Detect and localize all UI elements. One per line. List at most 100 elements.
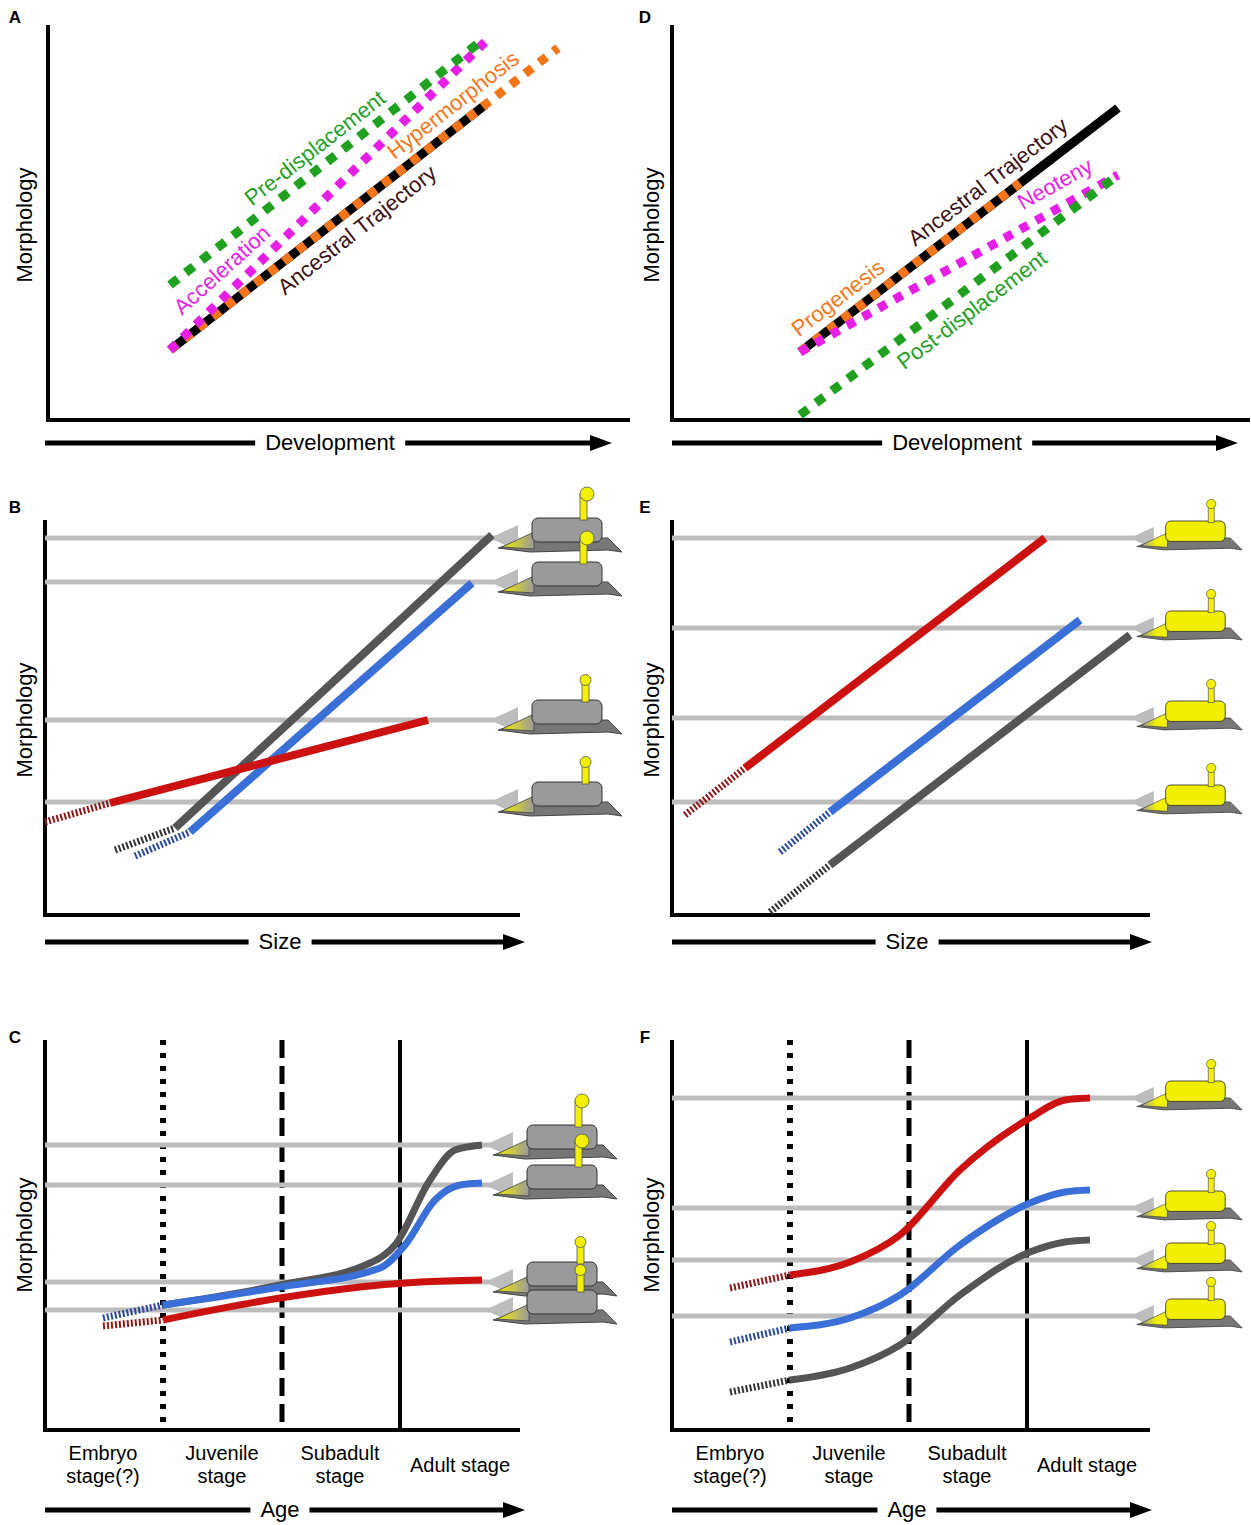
icon-body [527,1165,597,1189]
icon-crest-knob [1207,1169,1216,1178]
specimen-icon [1130,499,1242,550]
icon-snout [497,1139,529,1156]
icon-crest-knob [1207,1221,1216,1230]
red-early-line [45,803,110,822]
icon-snout [1140,1203,1167,1217]
icon-snout [1140,623,1167,637]
reference-line [672,1314,1135,1319]
icon-snout [1140,713,1167,727]
icon-snout [502,576,534,593]
axis-title: Morphology [12,1178,37,1293]
axis-arrow-head [503,934,525,950]
red-trajectory [110,720,428,803]
hypermorphosis-line [170,48,558,350]
axis-line [45,1040,520,1430]
blue-trajectory [830,620,1080,812]
grey-early-line [115,828,175,850]
axis-line [45,520,520,915]
axis-title: Morphology [639,1178,664,1293]
stage-label: Juvenile stage [167,1442,277,1488]
specimen-icon [490,675,622,735]
axis-line [48,25,630,420]
panel-letter: B [9,498,21,518]
specimen-icon [1130,763,1242,814]
reference-line [672,536,1135,541]
axis-arrow-head [503,1502,525,1518]
icon-crest-knob [1207,1059,1216,1068]
stage-label: Subadult stage [285,1442,395,1488]
icon-crest-knob [1207,1277,1216,1286]
icon-crest-knob [1207,679,1216,688]
red-growth-curve [163,1280,482,1320]
grey-trajectory [830,635,1130,865]
stage-label: Embryo stage(?) [48,1442,158,1488]
reference-line [45,580,495,585]
icon-body [1166,1299,1226,1319]
trajectory-label: Ancestral Trajectory [273,160,442,300]
blue-growth-curve [163,1183,482,1305]
specimen-icon [1130,1059,1242,1110]
grey-growth-curve [790,1240,1090,1380]
icon-crest-knob [1207,499,1216,508]
icon-crest-knob [575,1237,586,1248]
grey-early-line [730,1380,790,1392]
stage-label: Juvenile stage [794,1442,904,1488]
icon-body [532,562,602,586]
icon-snout [1140,1093,1167,1107]
icon-body [527,1262,597,1286]
icon-snout [1140,1311,1167,1325]
icon-body [1166,1243,1226,1263]
panel-letter: F [640,1028,650,1048]
embryo-boundary [160,1040,166,1430]
axis-title: Size [249,929,312,954]
icon-crest-knob [575,1265,586,1276]
red-early-line [685,768,745,815]
axis-arrow-head [1130,1502,1152,1518]
icon-body [532,782,602,806]
specimen-icon [485,1134,617,1199]
icon-body [1166,611,1226,631]
specimen-icon [490,531,622,596]
icon-body [1166,701,1226,721]
blue-early-line [780,812,830,852]
axis-arrow-head [590,435,612,451]
juvenile-boundary [280,1040,285,1430]
axis-title: Development [882,430,1032,455]
icon-crest-knob [580,757,591,768]
blue-trajectory [190,583,472,832]
icon-crest-knob [1207,763,1216,772]
trajectory-label: Acceleration [169,220,276,320]
axis-line [672,25,1250,420]
stage-label: Adult stage [405,1454,515,1477]
icon-body [527,1125,597,1149]
specimen-icon [1130,589,1242,640]
icon-snout [1140,797,1167,811]
trajectory-label: Post-displacement [892,245,1052,374]
acceleration-line [170,42,485,350]
reference-line [672,1258,1135,1263]
specimen-icon [1130,679,1242,730]
blue-early-line [103,1305,163,1318]
icon-crest-knob [1207,589,1216,598]
specimen-icon [490,757,622,817]
axis-title: Morphology [12,168,37,283]
icon-snout [502,796,534,813]
trajectory-label: Pre-displacement [240,85,390,210]
icon-snout [497,1276,529,1293]
reference-line [45,536,495,541]
panel-letter: E [639,498,650,518]
reference-line [45,1143,490,1148]
icon-snout [502,532,534,549]
axis-title: Age [877,1497,936,1522]
icon-crest-knob [580,487,594,501]
reference-line [672,1206,1135,1211]
specimen-icon [1130,1169,1242,1220]
icon-body [1166,1191,1226,1211]
panel-letter: A [9,8,21,28]
axis-line [672,1040,1150,1430]
panel-letter: C [9,1028,21,1048]
icon-snout [497,1179,529,1196]
blue-early-line [135,832,190,856]
stage-label: Subadult stage [912,1442,1022,1488]
